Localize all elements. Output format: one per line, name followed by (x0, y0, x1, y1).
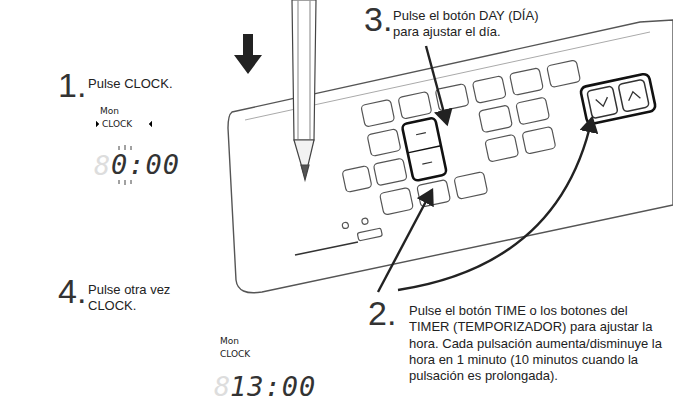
lcd-clock: CLOCK (102, 119, 132, 130)
lcd-time: 0:00 (111, 151, 180, 178)
lcd-day: Mon (220, 336, 239, 347)
callout-number: 3. (364, 2, 392, 36)
callout-number: 4. (58, 274, 86, 308)
step-text: Pulse otra vez CLOCK. (88, 282, 188, 315)
lcd-time: 13:00 (230, 373, 316, 400)
step-text: Pulse el botón DAY (DÍA) para ajustar el… (393, 8, 553, 41)
svg-text:8: 8 (94, 150, 110, 181)
svg-text:8: 8 (214, 371, 230, 402)
lcd-day: Mon (100, 106, 119, 117)
callout-number: 1. (58, 68, 86, 102)
step-text: Pulse CLOCK. (88, 76, 173, 92)
callout-number: 2. (368, 296, 396, 330)
step-text: Pulse el botón TIME o los botones del TI… (409, 303, 667, 384)
lcd-clock: CLOCK (220, 349, 250, 360)
